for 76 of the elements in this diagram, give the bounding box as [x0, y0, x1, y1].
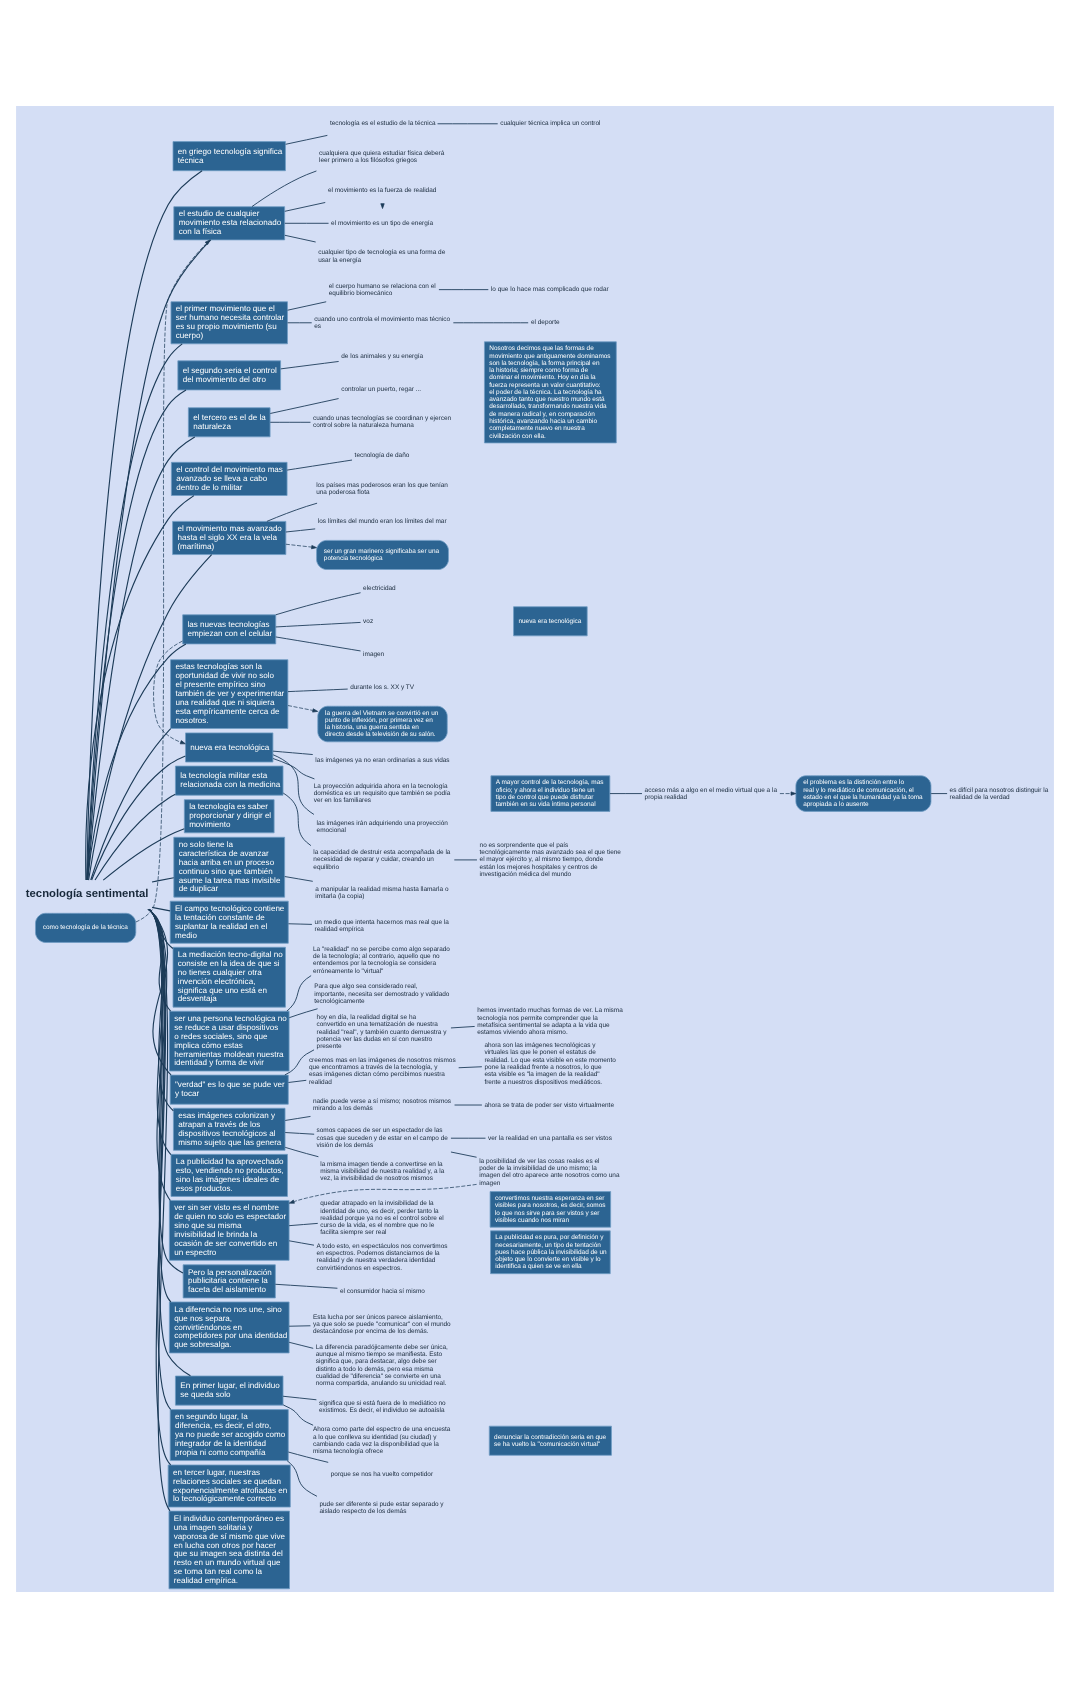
connector	[147, 907, 174, 949]
connector	[437, 122, 499, 124]
arrow	[135, 238, 211, 922]
connector	[102, 827, 185, 880]
connector	[86, 238, 212, 880]
connector	[288, 1324, 311, 1326]
connector	[148, 907, 184, 1273]
connector	[287, 1450, 329, 1462]
connector	[148, 907, 172, 1011]
connector	[282, 1394, 317, 1400]
connector	[288, 1078, 307, 1082]
connector	[148, 907, 172, 1302]
connector	[269, 420, 311, 422]
connector	[272, 757, 315, 779]
connector	[438, 288, 489, 290]
connector	[287, 321, 313, 323]
connector	[251, 169, 317, 206]
arrow	[779, 790, 797, 795]
connector	[282, 791, 312, 846]
connector	[284, 221, 329, 223]
connector	[94, 792, 176, 880]
connector	[450, 1150, 478, 1157]
connector	[272, 749, 314, 754]
connector	[453, 858, 478, 860]
connector	[287, 300, 327, 310]
connector	[274, 1282, 338, 1288]
connector	[280, 360, 340, 369]
connector	[930, 792, 948, 794]
connector	[86, 169, 203, 880]
connector	[284, 233, 317, 242]
connector	[275, 635, 361, 651]
connector	[288, 1239, 315, 1245]
connector	[85, 494, 195, 880]
connector	[288, 1007, 318, 1018]
connector	[284, 1048, 315, 1075]
arrow	[153, 639, 186, 744]
connector	[288, 1340, 314, 1348]
connector	[148, 907, 174, 1111]
connector	[275, 591, 361, 615]
connector	[285, 527, 316, 532]
connector	[284, 875, 314, 881]
connector	[286, 1459, 318, 1496]
connector	[151, 905, 171, 911]
connector	[286, 974, 312, 1011]
connector	[284, 201, 326, 211]
connector	[87, 435, 196, 880]
arrow	[285, 542, 317, 549]
connector	[148, 907, 191, 1376]
connector	[450, 1136, 486, 1138]
connector	[458, 1065, 483, 1068]
connector	[266, 501, 318, 521]
connector	[286, 458, 353, 470]
arrow	[287, 704, 319, 712]
connector	[148, 907, 172, 1075]
connector	[284, 1145, 319, 1157]
connector	[272, 753, 315, 814]
connector	[269, 397, 340, 413]
connector	[452, 321, 529, 323]
connector	[288, 1221, 319, 1226]
connector	[288, 922, 313, 924]
connector	[148, 907, 172, 1155]
connector	[287, 687, 349, 692]
connector	[284, 1131, 315, 1134]
connector	[275, 620, 361, 627]
connector	[87, 642, 187, 880]
connector	[91, 754, 186, 880]
connector	[90, 727, 172, 880]
connector	[609, 792, 643, 794]
connector	[151, 876, 175, 882]
connector	[285, 133, 328, 144]
connector	[282, 1403, 314, 1425]
arrow	[288, 1183, 477, 1203]
connector	[148, 907, 171, 1201]
connector	[284, 1114, 311, 1120]
connector	[88, 553, 213, 880]
connector	[450, 1025, 476, 1028]
